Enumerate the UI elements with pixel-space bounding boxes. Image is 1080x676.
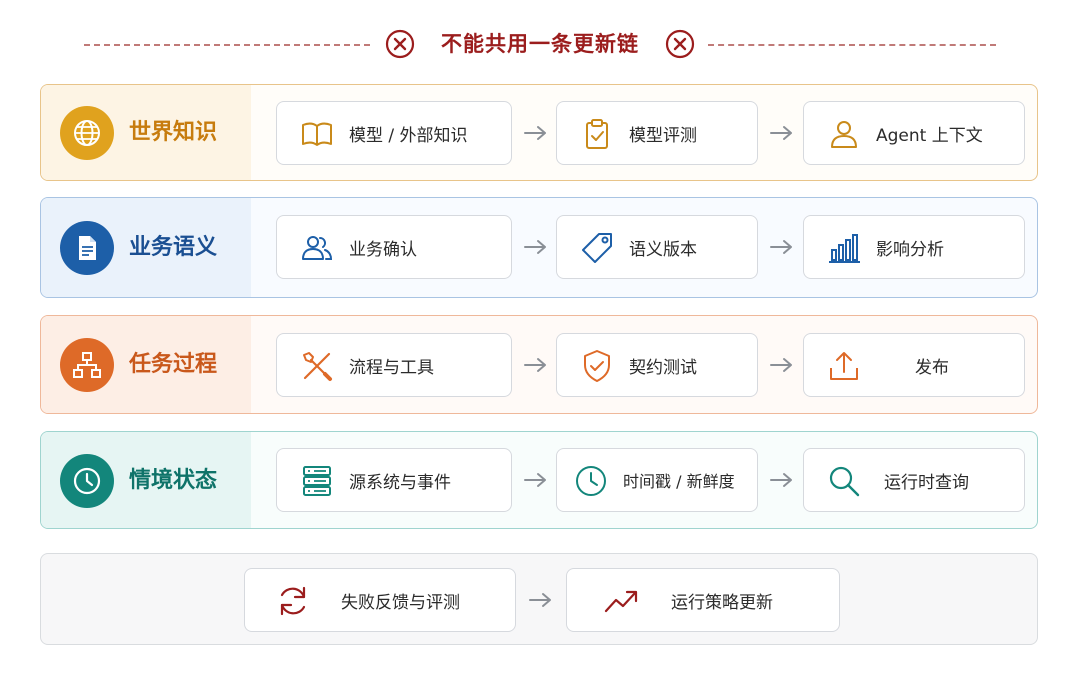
- bar-chart-icon: [829, 234, 860, 263]
- step-card: 契约测试: [556, 333, 758, 397]
- row-world-knowledge: 世界知识 模型 / 外部知识 模型评测 Agent 上下文: [40, 84, 1038, 181]
- row-header-panel: 情境状态: [41, 432, 251, 528]
- step-card: 失败反馈与评测: [244, 568, 516, 632]
- dashed-divider-right: [708, 44, 996, 46]
- row-header-panel: 任务过程: [41, 316, 251, 413]
- row-title: 任务过程: [129, 352, 218, 377]
- step-label: 模型评测: [629, 125, 697, 146]
- users-icon: [302, 236, 333, 260]
- clipboard-check-icon: [586, 119, 608, 149]
- search-icon: [829, 466, 860, 497]
- row-badge: [60, 338, 114, 392]
- arrow-right-icon: [524, 240, 546, 254]
- tools-icon: [303, 352, 332, 381]
- arrow-right-icon: [524, 473, 546, 487]
- feedback-row: 失败反馈与评测 运行策略更新: [40, 553, 1038, 645]
- step-card: 源系统与事件: [276, 448, 512, 512]
- step-label: 流程与工具: [349, 357, 434, 378]
- row-context-state: 情境状态 源系统与事件 时间戳 / 新鲜度 运行时查询: [40, 431, 1038, 529]
- arrow-right-icon: [529, 593, 551, 607]
- arrow-right-icon: [770, 358, 792, 372]
- header: 不能共用一条更新链: [0, 24, 1080, 64]
- tag-icon: [582, 233, 612, 263]
- row-header-panel: 世界知识: [41, 85, 251, 180]
- step-label: 失败反馈与评测: [341, 592, 460, 613]
- server-icon: [303, 466, 331, 496]
- arrow-right-icon: [770, 473, 792, 487]
- page-title: 不能共用一条更新链: [441, 32, 639, 56]
- step-label: 源系统与事件: [349, 472, 451, 493]
- step-label: 运行策略更新: [671, 592, 773, 613]
- refresh-icon: [280, 586, 306, 616]
- arrow-right-icon: [770, 126, 792, 140]
- arrow-right-icon: [770, 240, 792, 254]
- step-label: Agent 上下文: [876, 125, 983, 146]
- clock-icon: [73, 467, 101, 495]
- row-business-semantics: 业务语义 业务确认 语义版本 影响分析: [40, 197, 1038, 298]
- row-badge: [60, 221, 114, 275]
- row-task-process: 任务过程 流程与工具 契约测试 发布: [40, 315, 1038, 414]
- step-card: 运行策略更新: [566, 568, 840, 632]
- step-label: 语义版本: [629, 239, 697, 260]
- step-card: 流程与工具: [276, 333, 512, 397]
- step-card: 时间戳 / 新鲜度: [556, 448, 758, 512]
- step-label: 运行时查询: [884, 472, 969, 493]
- globe-icon: [74, 120, 100, 146]
- step-label: 业务确认: [349, 239, 417, 260]
- x-circle-icon: [665, 29, 695, 59]
- row-header-panel: 业务语义: [41, 198, 251, 297]
- row-title: 世界知识: [129, 120, 218, 145]
- row-title: 情境状态: [129, 468, 218, 493]
- step-label: 影响分析: [876, 239, 944, 260]
- dashed-divider-left: [84, 44, 370, 46]
- step-card: 模型评测: [556, 101, 758, 165]
- document-icon: [79, 236, 96, 260]
- step-label: 时间戳 / 新鲜度: [623, 472, 735, 491]
- arrow-right-icon: [524, 126, 546, 140]
- step-card: 影响分析: [803, 215, 1025, 279]
- row-badge: [60, 106, 114, 160]
- arrow-right-icon: [524, 358, 546, 372]
- flowchart-icon: [73, 352, 101, 378]
- step-card: 运行时查询: [803, 448, 1025, 512]
- x-circle-icon: [385, 29, 415, 59]
- row-title: 业务语义: [129, 235, 218, 260]
- user-icon: [831, 121, 857, 148]
- step-card: 语义版本: [556, 215, 758, 279]
- step-card: Agent 上下文: [803, 101, 1025, 165]
- step-card: 业务确认: [276, 215, 512, 279]
- upload-icon: [830, 352, 858, 380]
- step-label: 发布: [915, 357, 949, 378]
- clock-icon: [576, 466, 606, 496]
- book-icon: [302, 122, 332, 146]
- trend-up-icon: [604, 590, 638, 613]
- row-badge: [60, 454, 114, 508]
- step-label: 契约测试: [629, 357, 697, 378]
- step-card: 发布: [803, 333, 1025, 397]
- shield-check-icon: [584, 350, 610, 382]
- step-card: 模型 / 外部知识: [276, 101, 512, 165]
- step-label: 模型 / 外部知识: [349, 125, 468, 146]
